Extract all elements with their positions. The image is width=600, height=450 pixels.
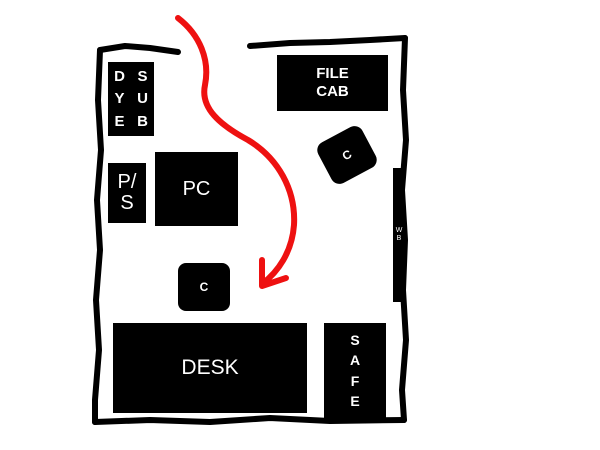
safe-label: S A F E	[350, 323, 360, 419]
wall-bottom	[92, 415, 407, 425]
wall-top-right-segment	[247, 35, 408, 49]
safe-letter: E	[350, 393, 360, 410]
sub-letter: B	[137, 112, 148, 130]
power-supply-block: P/ S	[108, 163, 146, 223]
entry-path-arrow	[175, 15, 298, 287]
dye-letter: D	[114, 67, 125, 85]
wb-block: W B	[393, 168, 405, 302]
chair-middle-label: C	[199, 280, 209, 294]
file-cab-label-line2: CAB	[316, 83, 349, 100]
safe-block: S A F E	[324, 323, 386, 419]
wall-left	[92, 47, 104, 425]
chair-middle: C	[178, 263, 230, 311]
desk-label: DESK	[181, 356, 239, 379]
power-supply-label-line1: P/	[117, 171, 137, 193]
safe-letter: S	[350, 331, 360, 348]
power-supply-label-line2: S	[120, 192, 134, 214]
wb-label-line1: W	[395, 226, 403, 234]
dye-letter: E	[114, 112, 125, 130]
dye-label: D Y E	[114, 62, 125, 136]
wall-top-left-segment	[97, 43, 181, 55]
dye-letter: Y	[114, 90, 125, 108]
safe-letter: F	[350, 372, 360, 389]
pc-label: PC	[182, 177, 211, 200]
file-cabinet-block: FILE CAB	[277, 55, 388, 111]
pc-block: PC	[155, 152, 238, 226]
safe-letter: A	[349, 352, 361, 369]
dye-sub-block: D Y E S U B	[108, 62, 154, 136]
file-cab-label-line1: FILE	[316, 65, 349, 82]
desk-block: DESK	[113, 323, 307, 413]
chair-top-label: C	[339, 146, 355, 164]
entry-path-arrowhead	[259, 257, 289, 289]
wb-label-line2: B	[396, 235, 402, 242]
sub-letter: U	[137, 90, 148, 108]
sub-letter: S	[137, 67, 148, 85]
wall-right	[399, 35, 409, 423]
sub-label: S U B	[137, 62, 148, 136]
